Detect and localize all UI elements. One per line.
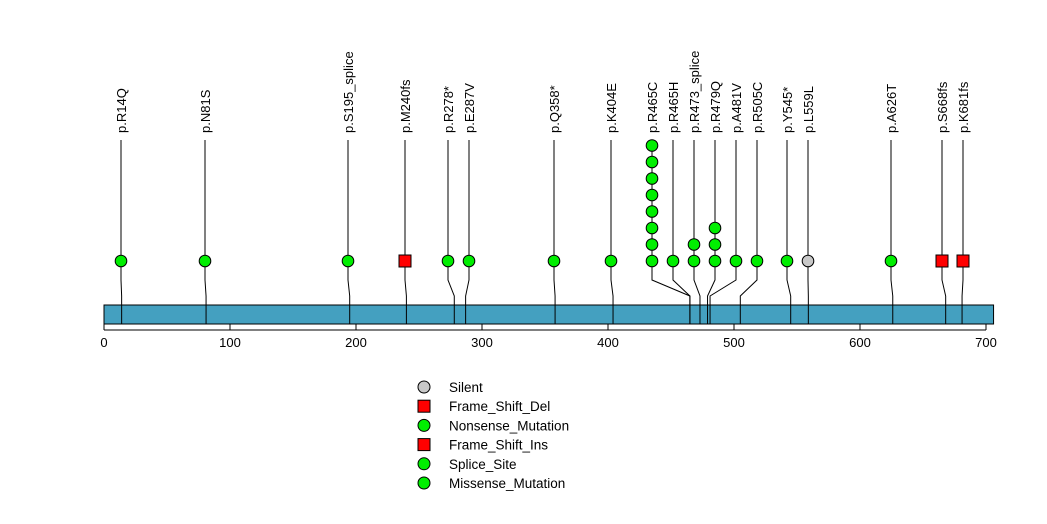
mutation-stem [672, 140, 691, 324]
mutation-circle [645, 172, 659, 185]
mutation-circle [604, 254, 618, 268]
mutation-circle [801, 254, 815, 268]
mutation-circle [645, 139, 659, 152]
mutation-label: p.R465C [645, 82, 660, 133]
mutation-label: p.S668fs [935, 81, 950, 133]
x-tick-label: 0 [100, 335, 107, 350]
legend-label: Nonsense_Mutation [449, 418, 569, 433]
legend-circle-icon [417, 418, 431, 432]
mutation-label: p.A481V [729, 83, 744, 133]
legend-label: Frame_Shift_Del [449, 399, 550, 414]
mutation-stem [786, 140, 792, 324]
mutation-label: p.R465H [666, 82, 681, 133]
mutation-stem [693, 140, 701, 324]
x-tick-label: 400 [597, 335, 619, 350]
mutation-label: p.S195_splice [341, 51, 356, 133]
mutation-label: p.M240fs [398, 79, 413, 133]
mutation-circle [687, 254, 701, 268]
mutation-circle [645, 254, 659, 268]
mutation-circle [708, 238, 722, 251]
mutation-stem [447, 140, 455, 324]
mutation-label: p.L559L [801, 86, 816, 133]
mutation-circle [114, 254, 128, 268]
x-tick-label: 600 [849, 335, 871, 350]
legend-square-icon [417, 438, 431, 452]
mutation-label: p.R505C [750, 82, 765, 133]
mutation-circle [729, 254, 743, 268]
protein-bar [103, 304, 995, 325]
mutation-circle [708, 221, 722, 235]
mutation-label: p.A626T [884, 84, 899, 133]
legend-circle-icon [417, 380, 431, 394]
legend-label: Silent [449, 380, 483, 395]
mutation-label: p.N81S [198, 89, 213, 133]
mutation-stem [941, 140, 947, 324]
x-tick-label: 700 [975, 335, 997, 350]
mutation-circle [198, 254, 212, 268]
mutation-label: p.R473_splice [687, 51, 702, 133]
mutation-circle [687, 238, 701, 251]
mutation-circle [645, 188, 659, 202]
mutation-label: p.Y545* [780, 87, 795, 133]
mutation-circle [645, 238, 659, 251]
mutation-label: p.Q358* [547, 85, 562, 133]
mutation-stem [404, 140, 407, 324]
mutation-label: p.K681fs [956, 81, 971, 133]
x-tick-label: 200 [345, 335, 367, 350]
mutation-stem [610, 140, 614, 324]
mutation-stem [204, 140, 207, 324]
mutation-stem [890, 140, 894, 324]
x-tick-label: 100 [219, 335, 241, 350]
legend-label: Missense_Mutation [449, 476, 565, 491]
mutation-circle [750, 254, 764, 268]
mutation-stem [553, 140, 556, 324]
mutation-circle [884, 254, 898, 268]
mutation-circle [666, 254, 680, 268]
mutation-label: p.R14Q [114, 88, 129, 133]
mutation-square [398, 254, 412, 268]
mutation-label: p.R278* [441, 86, 456, 133]
legend-circle-icon [417, 457, 431, 471]
mutation-circle [645, 205, 659, 218]
mutation-stem [651, 140, 691, 324]
x-tick-label: 300 [471, 335, 493, 350]
mutation-square [956, 254, 970, 268]
mutation-stem [120, 140, 123, 324]
mutation-square [935, 254, 949, 268]
mutation-circle [462, 254, 476, 268]
mutation-stem [961, 140, 964, 324]
mutation-stem [465, 140, 470, 324]
legend-label: Splice_Site [449, 457, 517, 472]
mutation-circle [708, 254, 722, 268]
legend-label: Frame_Shift_Ins [449, 438, 548, 453]
mutation-circle [780, 254, 794, 268]
mutation-circle [645, 221, 659, 235]
mutation-circle [547, 254, 561, 268]
mutation-label: p.R479Q [708, 81, 723, 133]
mutation-stem [347, 140, 351, 324]
legend-square-icon [417, 399, 431, 413]
mutation-circle [645, 155, 659, 169]
mutation-circle [441, 254, 455, 268]
mutation-label: p.E287V [462, 83, 477, 133]
legend-circle-icon [417, 476, 431, 490]
mutation-label: p.K404E [604, 83, 619, 133]
mutation-stem [739, 140, 758, 324]
mutation-circle [341, 254, 355, 268]
x-tick-label: 500 [723, 335, 745, 350]
